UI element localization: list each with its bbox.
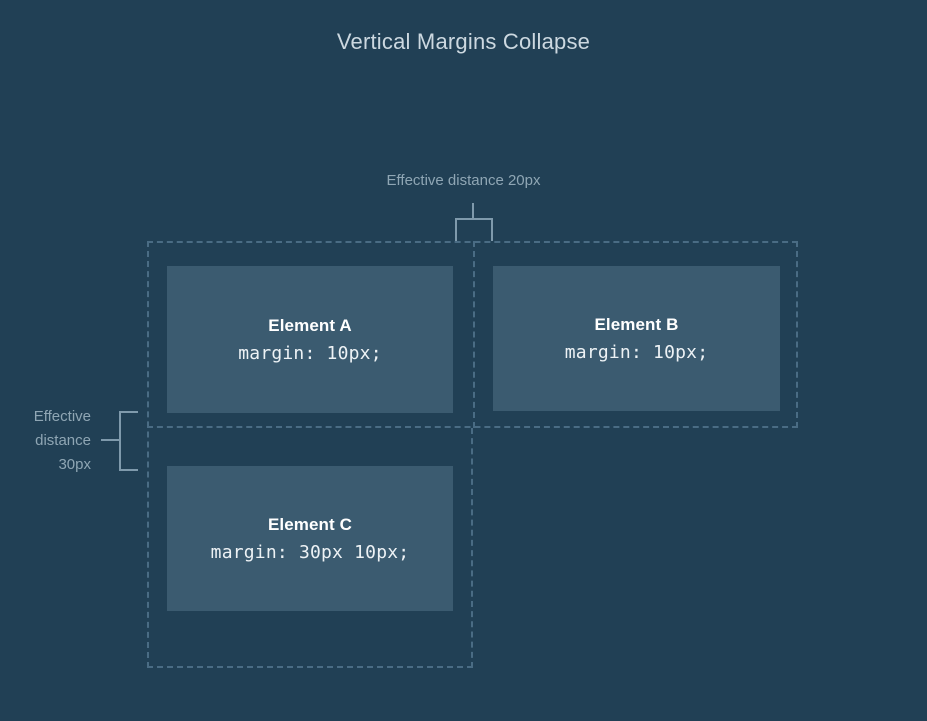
- element-b-title: Element B: [594, 314, 679, 334]
- top-annotation-label: Effective distance 20px: [386, 172, 541, 189]
- element-c-title: Element C: [267, 514, 353, 534]
- page-title: Vertical Margins Collapse: [336, 29, 591, 54]
- element-box-b: Element B margin: 10px;: [493, 266, 780, 411]
- top-bracket-tick-right: [491, 218, 493, 241]
- element-box-c: Element C margin: 30px 10px;: [167, 466, 453, 611]
- element-a-code: margin: 10px;: [238, 342, 382, 364]
- margin-box-left-edge: [147, 241, 149, 668]
- element-box-a: Element A margin: 10px;: [167, 266, 453, 413]
- element-a-title: Element A: [268, 315, 352, 335]
- left-bracket-stem: [101, 439, 120, 441]
- top-bracket-stem: [472, 203, 474, 219]
- element-c-code: margin: 30px 10px;: [210, 541, 410, 563]
- left-bracket-bar: [119, 411, 121, 471]
- top-bracket-bar: [455, 218, 493, 220]
- top-bracket-tick-left: [455, 218, 457, 241]
- left-bracket-tick-top: [119, 411, 138, 413]
- element-b-code: margin: 10px;: [564, 341, 709, 363]
- left-annotation-label: Effective distance 30px: [33, 408, 91, 473]
- margin-box-upper-row: [147, 241, 798, 428]
- left-bracket-tick-bottom: [119, 469, 138, 471]
- margin-box-vertical-divider: [473, 241, 475, 428]
- margin-box-lower-row: [147, 428, 473, 668]
